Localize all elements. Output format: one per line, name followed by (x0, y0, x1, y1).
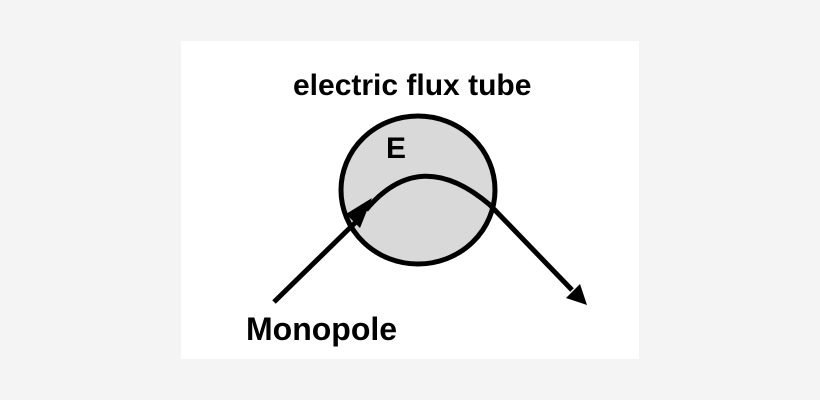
field-label-e: E (386, 132, 406, 165)
monopole-label: Monopole (246, 311, 397, 347)
monopole-trajectory-in (272, 216, 362, 304)
trajectory-arrowhead-out (566, 284, 587, 305)
diagram-title: electric flux tube (293, 69, 531, 102)
trajectory-arrowhead-in (346, 198, 372, 228)
flux-tube-circle (338, 113, 498, 267)
monopole-trajectory-out (488, 203, 574, 292)
monopole-trajectory-curve (364, 173, 492, 212)
